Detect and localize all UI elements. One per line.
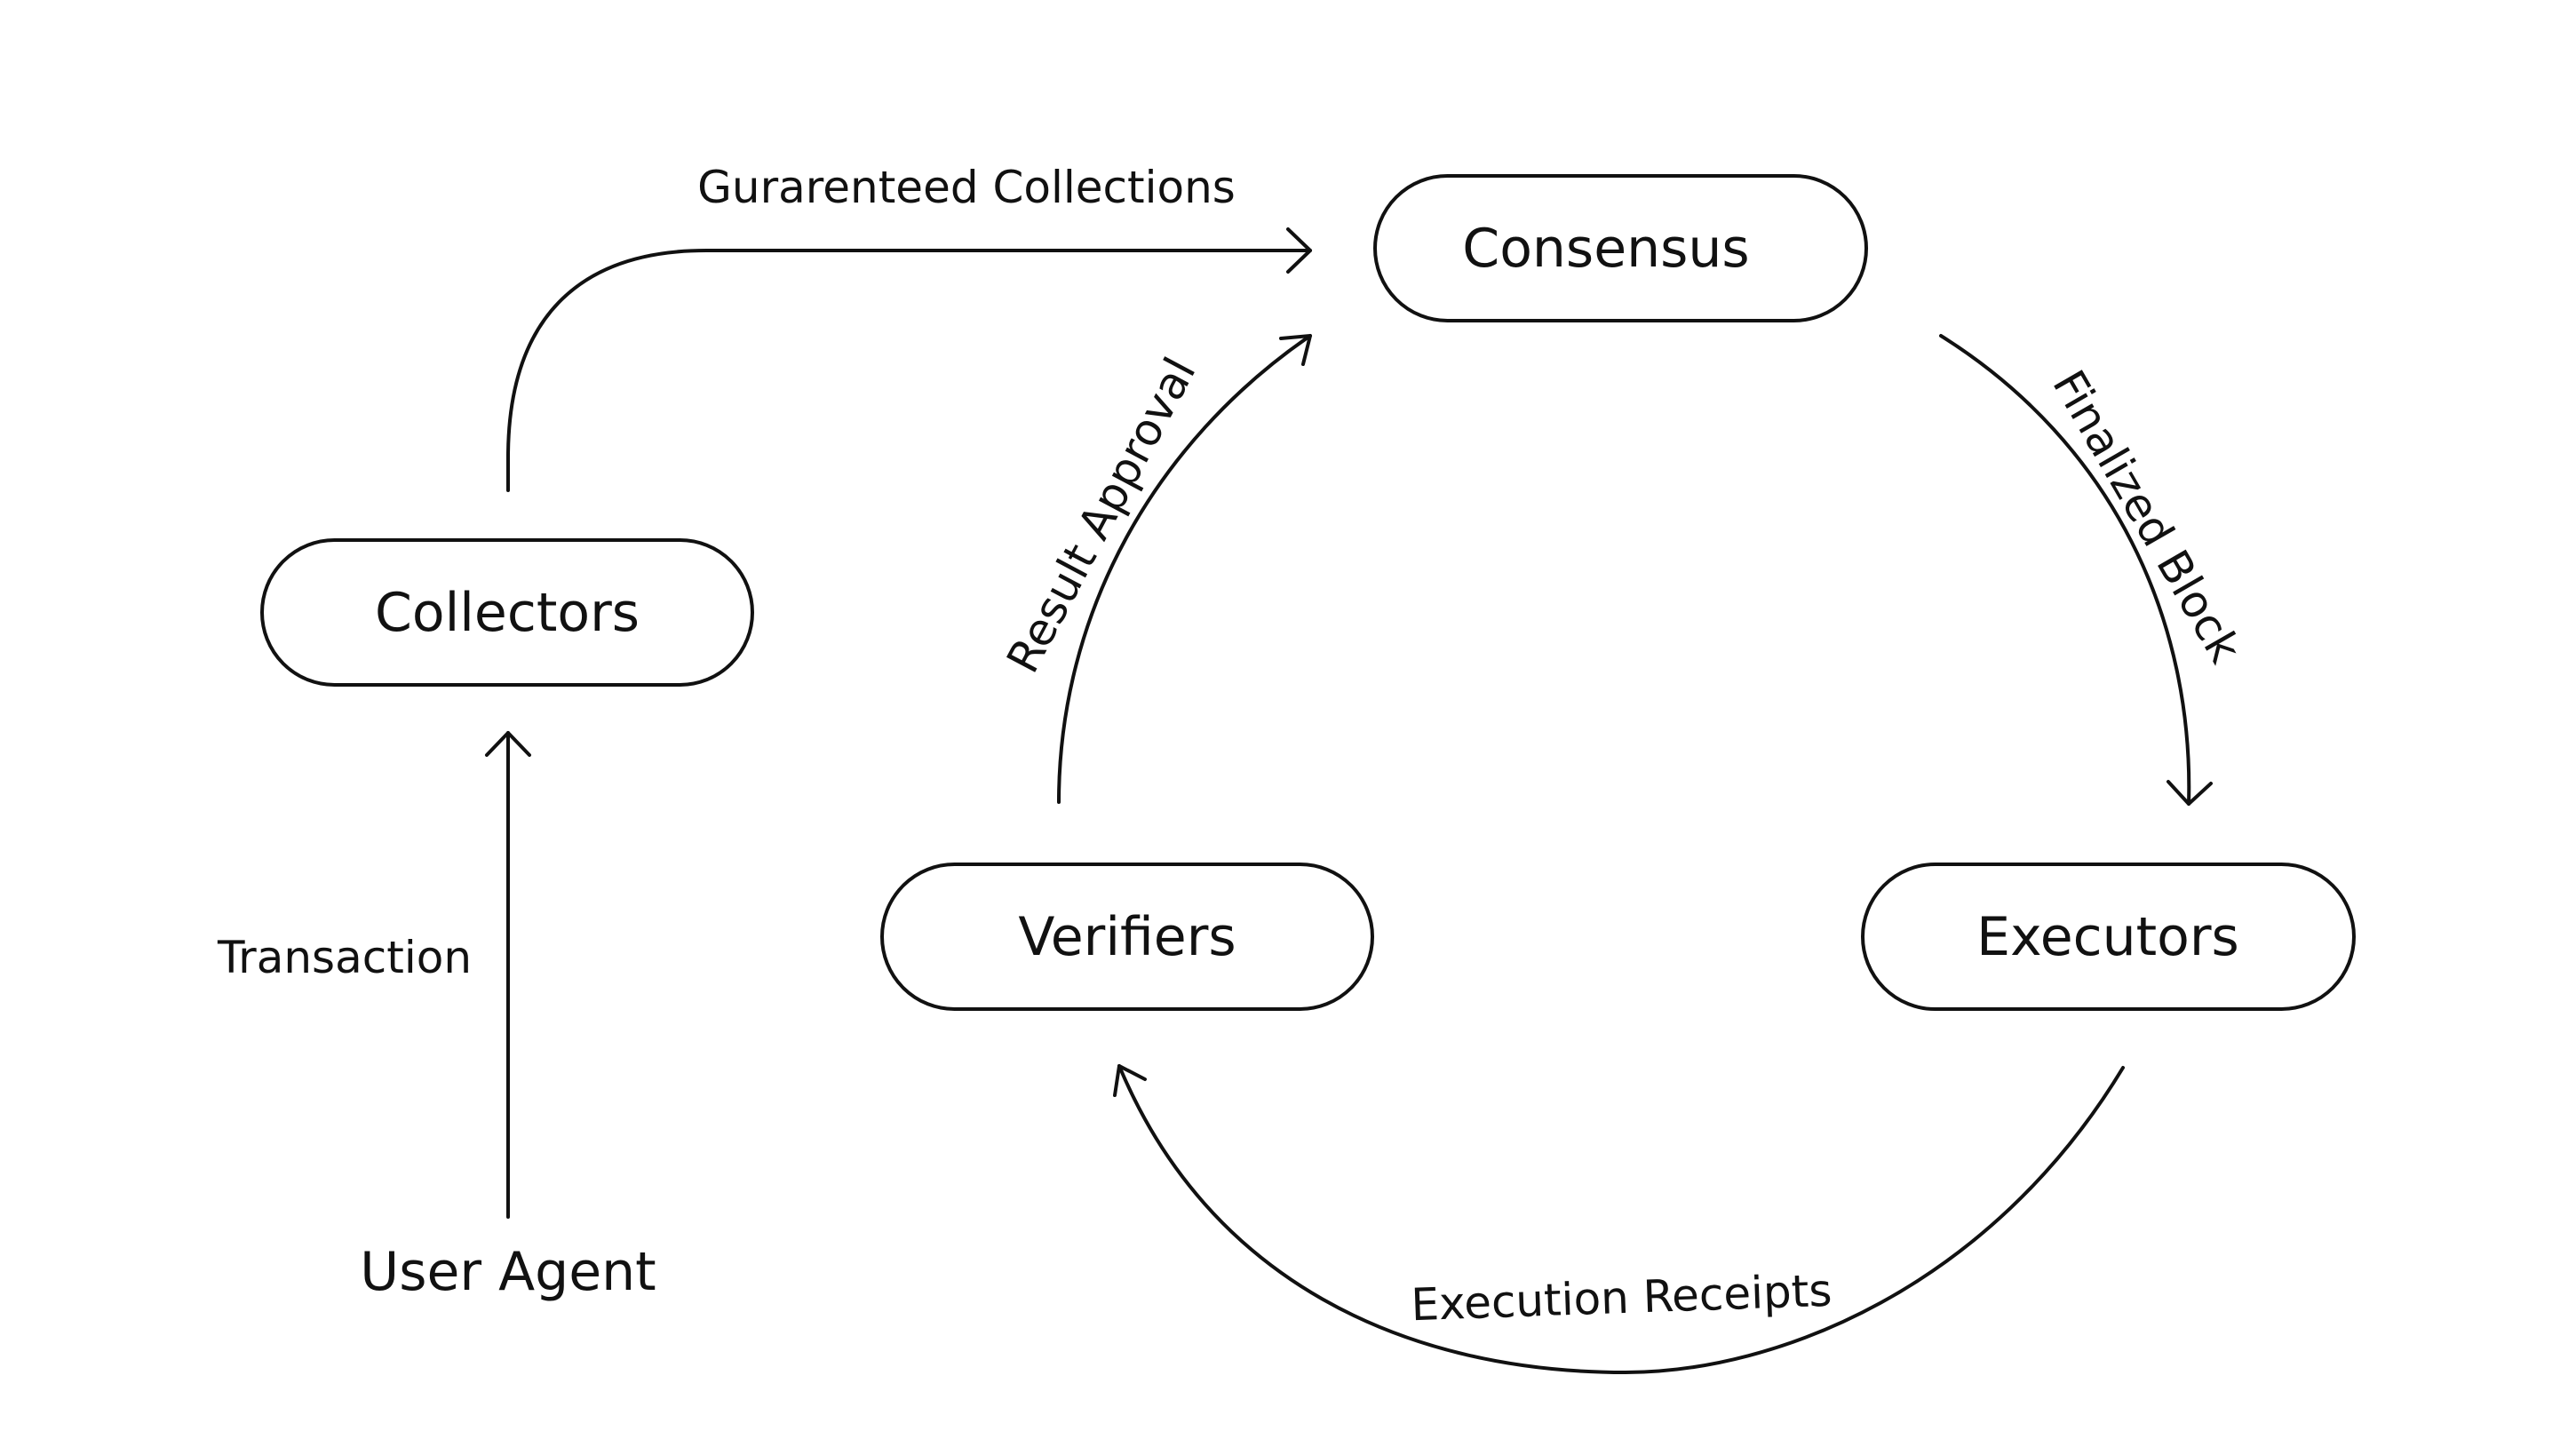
edge-label-transaction: Transaction: [217, 932, 472, 983]
edge-label-guaranteed-collections: Gurarenteed Collections: [697, 162, 1236, 213]
arrowhead-result-approval: [1279, 334, 1312, 366]
edge-finalized-block: [1939, 334, 2191, 806]
edge-guaranteed-collections: [506, 249, 1312, 492]
edge-result-approval: [1057, 334, 1312, 804]
edge-label-finalized-block: Finalized Block: [2042, 362, 2251, 672]
node-label-user-agent: User Agent: [360, 1241, 656, 1303]
arrowhead-execution-receipts: [1113, 1064, 1147, 1097]
node-consensus: Consensus: [1373, 174, 1868, 322]
node-verifiers: Verifiers: [880, 863, 1374, 1011]
node-label-collectors: Collectors: [375, 582, 640, 644]
node-collectors: Collectors: [260, 538, 754, 687]
edge-label-result-approval: Result Approval: [997, 349, 1205, 681]
arrowhead-transaction: [485, 731, 531, 757]
node-executors: Executors: [1861, 863, 2356, 1011]
node-label-consensus: Consensus: [1462, 218, 1749, 280]
edge-execution-receipts: [1117, 1064, 2125, 1374]
arrowhead-guaranteed-collections: [1286, 227, 1312, 274]
arrowhead-finalized-block: [2167, 780, 2213, 806]
node-label-executors: Executors: [1976, 906, 2239, 968]
edge-label-execution-receipts: Execution Receipts: [1411, 1265, 1833, 1332]
node-label-verifiers: Verifiers: [1018, 906, 1236, 968]
